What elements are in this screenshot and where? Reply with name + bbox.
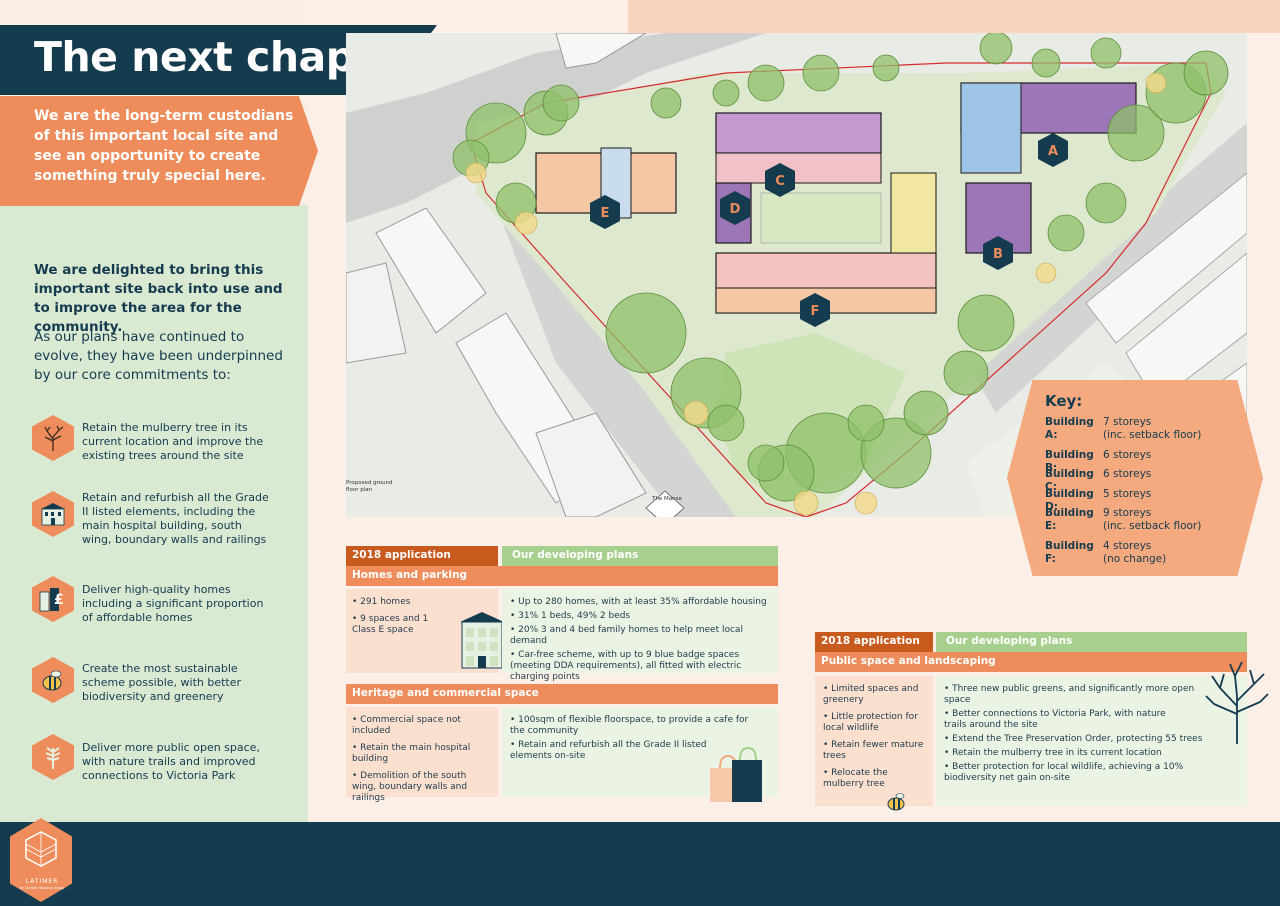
svg-text:E: E bbox=[601, 206, 610, 221]
svg-text:D: D bbox=[730, 202, 741, 217]
commitment-text: Deliver high-quality homes including a s… bbox=[82, 583, 264, 624]
table2-head-right: Our developing plans bbox=[936, 632, 1247, 652]
bullet: • 31% 1 beds, 49% 2 beds bbox=[510, 611, 631, 621]
key-row-f: Building F:4 storeys(no change) bbox=[1045, 540, 1167, 565]
tree-illustration-icon bbox=[1202, 656, 1272, 748]
key-row-e: Building E:9 storeys(inc. setback floor) bbox=[1045, 507, 1202, 532]
table2-title: Public space and landscaping bbox=[815, 652, 1247, 672]
bullet: • Retain fewer mature trees bbox=[823, 740, 924, 761]
bullet: • Three new public greens, and significa… bbox=[944, 684, 1195, 705]
svg-text:£: £ bbox=[54, 592, 64, 608]
bullet: • 20% 3 and 4 bed family homes to help m… bbox=[510, 625, 743, 646]
bullet: • Extend the Tree Preservation Order, pr… bbox=[944, 734, 1203, 744]
homes-pound-icon: £ bbox=[32, 576, 74, 622]
bee-icon bbox=[32, 657, 74, 703]
svg-text:C: C bbox=[775, 174, 785, 189]
delight-heading: We are delighted to bring this important… bbox=[34, 262, 283, 335]
latimer-logo bbox=[10, 818, 72, 902]
bullet: • Retain and refurbish all the Grade II … bbox=[510, 740, 707, 761]
shopping-bags-icon bbox=[706, 746, 764, 808]
top-peach-band bbox=[628, 0, 1280, 33]
bee-small-icon bbox=[886, 792, 908, 816]
table1-head-right: Our developing plans bbox=[502, 546, 778, 566]
bullet: • Limited spaces and greenery bbox=[823, 684, 919, 705]
table1-section1-left: • 291 homes • 9 spaces and 1 Class E spa… bbox=[346, 589, 498, 673]
plans-text: As our plans have continued to evolve, t… bbox=[34, 329, 283, 383]
bullet: • Better protection for local wildlife, … bbox=[944, 762, 1184, 783]
table1-section2-title: Heritage and commercial space bbox=[346, 684, 778, 704]
table1-head-left: 2018 application bbox=[346, 546, 498, 566]
bullet: • Retain the main hospital building bbox=[352, 743, 471, 764]
commitment-text: Deliver more public open space, with nat… bbox=[82, 741, 260, 782]
logo-name: LATIMER bbox=[25, 878, 59, 885]
bullet: • 100sqm of flexible floorspace, to prov… bbox=[510, 715, 749, 736]
table1-section1-right: • Up to 280 homes, with at least 35% aff… bbox=[502, 589, 778, 682]
map-caption: Proposed ground floor plan bbox=[346, 480, 393, 493]
key-row-a: Building A:7 storeys(inc. setback floor) bbox=[1045, 416, 1202, 441]
bullet: • 291 homes bbox=[352, 597, 411, 607]
key-row-c: Building C:6 storeys bbox=[1045, 468, 1152, 493]
bullet: • Car-free scheme, with up to 9 blue bad… bbox=[510, 650, 742, 682]
bullet: • 9 spaces and 1 Class E space bbox=[352, 614, 429, 635]
intro-text: We are the long-term custodians of this … bbox=[34, 108, 294, 184]
commitment-text: Create the most sustainable scheme possi… bbox=[82, 662, 242, 703]
key-row-b: Building B:6 storeys bbox=[1045, 449, 1152, 474]
building-key bbox=[1007, 380, 1263, 576]
key-title: Key: bbox=[1045, 392, 1083, 410]
table2-right: • Three new public greens, and significa… bbox=[936, 676, 1247, 806]
houses-icon bbox=[460, 612, 504, 674]
key-row-d: Building D:5 storeys bbox=[1045, 488, 1152, 513]
bullet: • Demolition of the south wing, boundary… bbox=[352, 771, 468, 803]
svg-text:B: B bbox=[993, 247, 1003, 262]
tree-branch-icon bbox=[32, 734, 74, 780]
table2-head-left: 2018 application bbox=[815, 632, 933, 652]
table2-left: • Limited spaces and greenery • Little p… bbox=[815, 676, 933, 806]
bullet: • Commercial space not included bbox=[352, 715, 461, 736]
bullet: • Relocate the mulberry tree bbox=[823, 768, 888, 789]
svg-text:F: F bbox=[811, 304, 820, 319]
bullet: • Better connections to Victoria Park, w… bbox=[944, 709, 1166, 730]
table1-section2-left: • Commercial space not included • Retain… bbox=[346, 707, 498, 803]
bullet: • Up to 280 homes, with at least 35% aff… bbox=[510, 597, 767, 607]
manse-label: The Manse bbox=[652, 496, 682, 502]
svg-text:A: A bbox=[1048, 144, 1058, 159]
commitment-text: Retain the mulberry tree in its current … bbox=[82, 421, 264, 462]
bullet: • Retain the mulberry tree in its curren… bbox=[944, 748, 1162, 758]
footer-bar bbox=[0, 822, 1280, 906]
table1-section1-title: Homes and parking bbox=[346, 566, 778, 586]
commitment-text: Retain and refurbish all the Grade II li… bbox=[82, 491, 269, 546]
logo-sub: by Clarion Housing Group bbox=[19, 886, 65, 890]
intro-banner bbox=[0, 96, 318, 206]
bullet: • Little protection for local wildlife bbox=[823, 712, 918, 733]
